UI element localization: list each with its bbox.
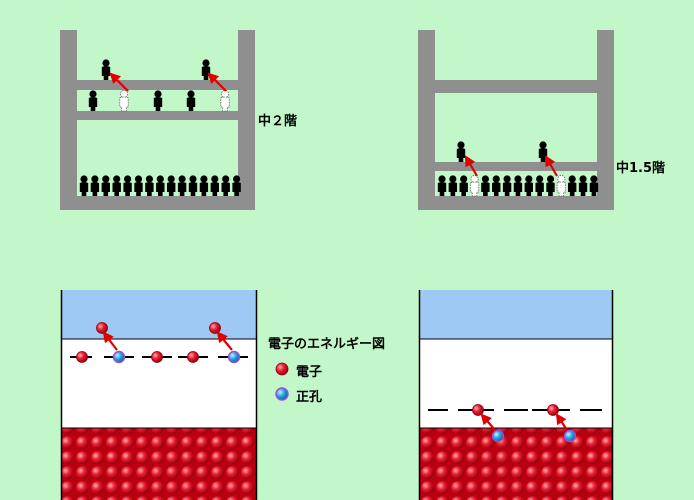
person-figure — [199, 175, 209, 196]
person-figure — [568, 175, 577, 196]
person-figure — [456, 141, 466, 162]
person-figure — [502, 175, 512, 196]
person-figure — [156, 175, 165, 196]
empty-spot-figure — [469, 174, 480, 197]
person-figure — [177, 175, 187, 196]
person-figure — [90, 175, 100, 196]
building-upper-floor — [435, 80, 597, 93]
transition-arrow — [555, 413, 568, 431]
energy-diagram-right — [418, 290, 614, 500]
electron — [76, 351, 88, 363]
band-gap — [419, 339, 613, 428]
hole — [112, 350, 126, 364]
transition-arrow — [544, 155, 558, 177]
transition-arrow — [207, 72, 227, 92]
building-mezzanine-1-5 — [418, 30, 614, 210]
floor-1-5-label: 中1.5階 — [616, 161, 666, 176]
empty-spot-figure — [119, 90, 129, 112]
person-figure — [101, 175, 110, 196]
building-mezzanine-2 — [60, 30, 255, 210]
legend-hole-marker — [275, 387, 289, 401]
legend-hole-label: 正孔 — [296, 390, 323, 405]
building-floor-base — [418, 196, 614, 210]
person-figure — [448, 175, 458, 196]
person-figure — [221, 175, 230, 196]
person-figure — [145, 175, 154, 196]
empty-spot-figure — [556, 174, 566, 197]
people-group — [79, 59, 241, 196]
valence-band — [419, 428, 613, 500]
conduction-band — [419, 290, 613, 339]
person-figure — [578, 175, 588, 196]
transition-arrow — [102, 331, 118, 351]
hole — [227, 350, 241, 364]
person-figure — [437, 175, 447, 196]
energy-diagram-left — [60, 290, 258, 500]
person-figure — [134, 175, 143, 196]
building-upper-floor — [77, 80, 238, 90]
person-figure — [188, 175, 198, 196]
building-floor-base — [60, 196, 255, 210]
person-figure — [101, 59, 111, 80]
building-mezzanine-floor — [435, 162, 597, 171]
energy-marks — [70, 322, 248, 364]
valence-band — [61, 428, 257, 500]
person-figure — [459, 175, 468, 196]
building-right-wall — [238, 30, 255, 210]
hole — [563, 429, 577, 443]
person-figure — [186, 90, 196, 111]
electron — [472, 404, 484, 416]
transition-arrow — [109, 72, 129, 92]
person-figure — [88, 90, 98, 111]
electron — [187, 351, 199, 363]
transition-arrow — [480, 413, 496, 431]
building-right-wall — [597, 30, 614, 210]
person-figure — [546, 175, 555, 196]
person-figure — [79, 175, 89, 196]
energy-diagram-title: 電子のエネルギー図 — [268, 337, 386, 352]
building-mezzanine-floor — [77, 111, 238, 120]
floor-2-label: 中２階 — [258, 114, 298, 129]
building-left-wall — [418, 30, 435, 210]
person-figure — [492, 175, 501, 196]
electron — [547, 404, 559, 416]
person-figure — [535, 175, 544, 196]
energy-marks — [428, 404, 602, 443]
empty-spot-figure — [220, 90, 230, 112]
conduction-band — [61, 290, 257, 339]
transition-arrow — [216, 331, 233, 351]
electron — [96, 322, 108, 334]
person-figure — [481, 175, 490, 196]
person-figure — [589, 175, 599, 196]
person-figure — [112, 175, 121, 196]
legend-electron-label: 電子 — [296, 365, 323, 380]
legend-electron-marker — [275, 362, 289, 376]
person-figure — [123, 175, 132, 196]
hole — [491, 429, 505, 443]
person-figure — [167, 175, 176, 196]
person-figure — [153, 90, 163, 111]
electron — [151, 351, 163, 363]
people-group — [437, 141, 599, 197]
electron — [209, 322, 221, 334]
transition-arrow — [464, 155, 478, 177]
building-left-wall — [60, 30, 77, 210]
person-figure — [524, 175, 533, 196]
person-figure — [201, 59, 211, 80]
person-figure — [210, 175, 219, 196]
person-figure — [513, 175, 523, 196]
